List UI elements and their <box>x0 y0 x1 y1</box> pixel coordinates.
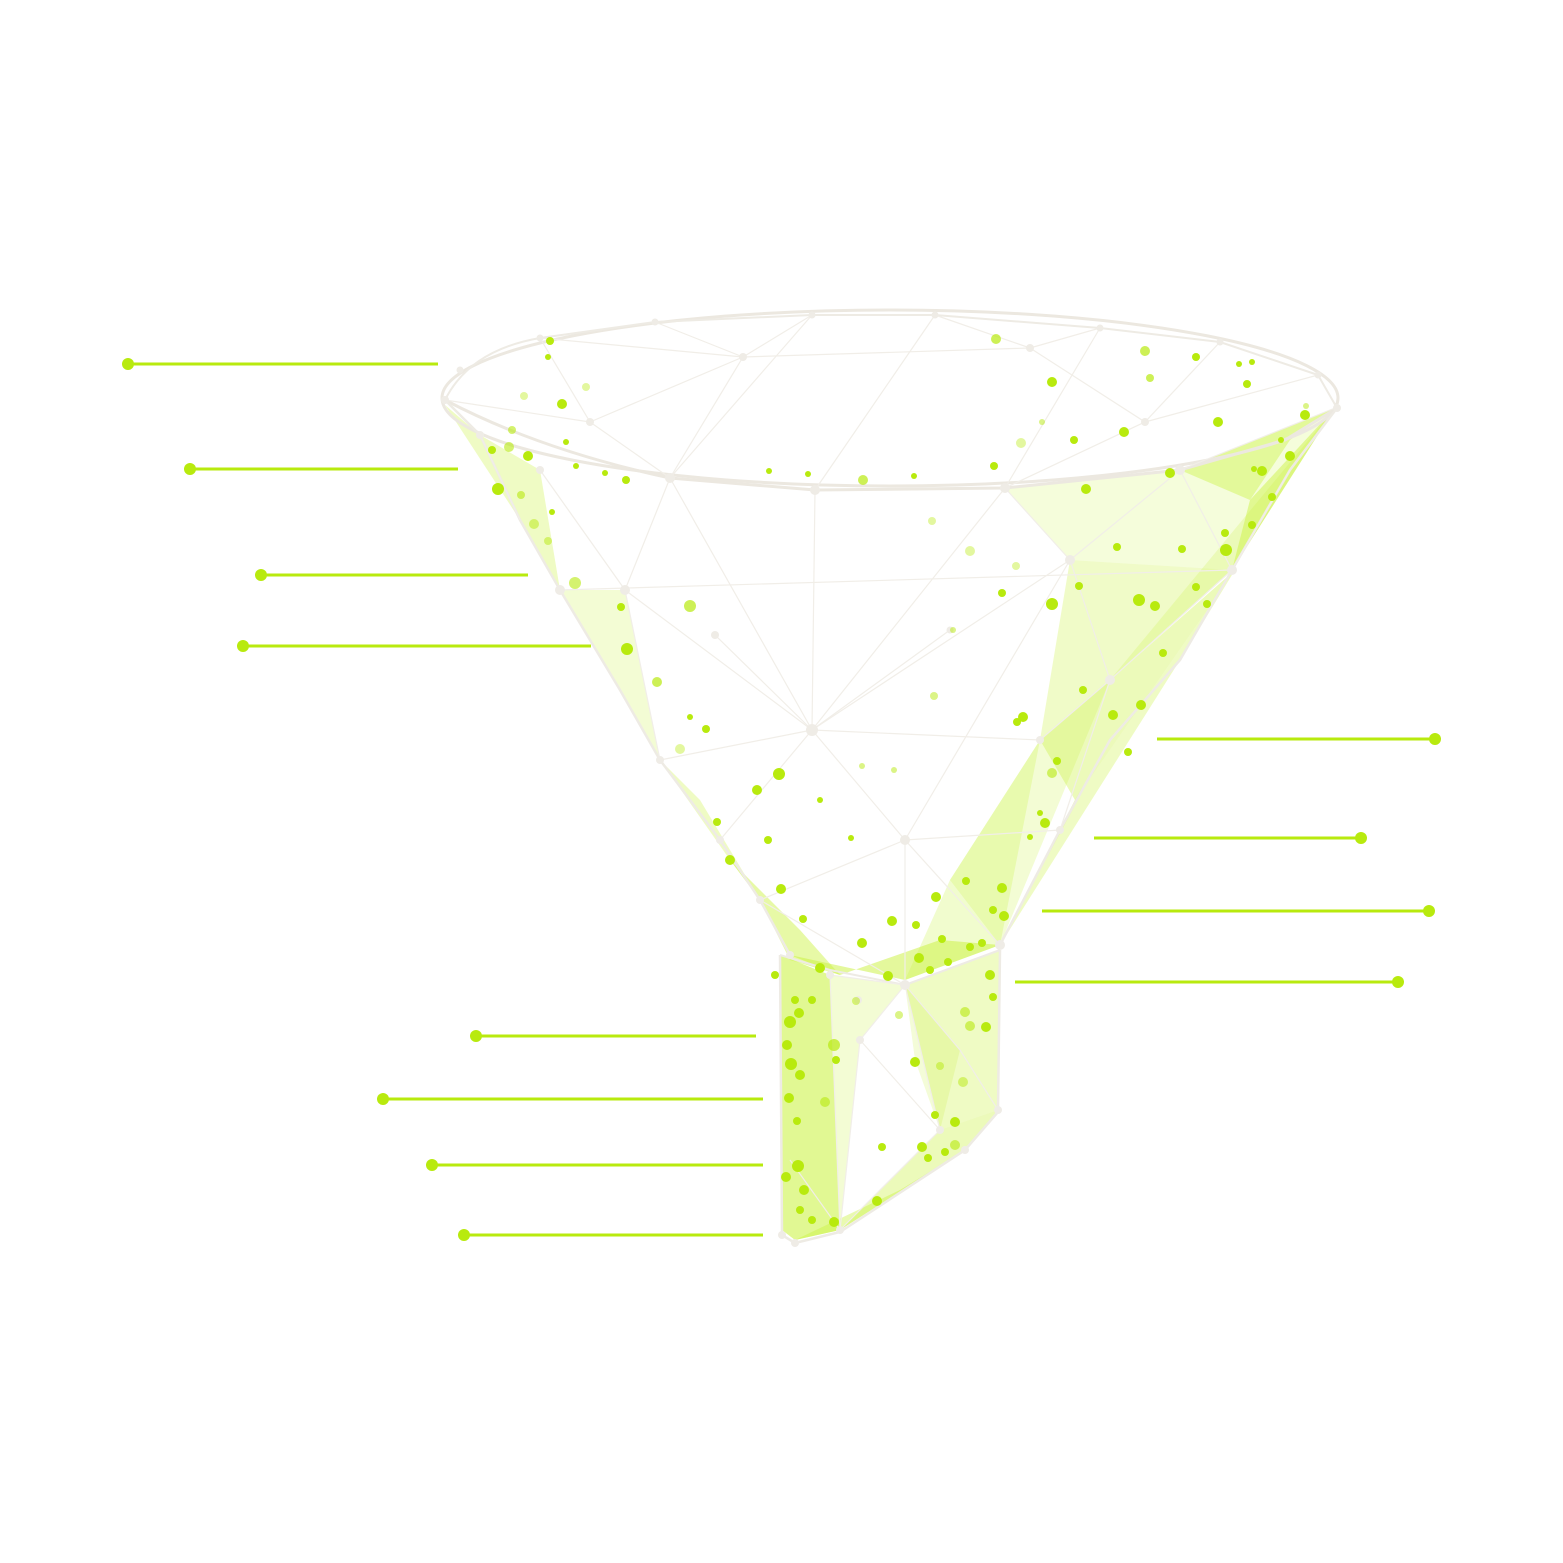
callout-right-2 <box>1094 832 1367 844</box>
funnel-particles <box>488 334 1310 1227</box>
callout-left-6 <box>377 1093 763 1105</box>
right-callouts <box>1015 733 1441 988</box>
callout-dot <box>458 1229 470 1241</box>
callout-right-3 <box>1042 905 1435 917</box>
callout-dot <box>184 463 196 475</box>
callout-dot <box>426 1159 438 1171</box>
callout-left-8 <box>458 1229 763 1241</box>
callout-right-1 <box>1157 733 1441 745</box>
callout-dot <box>1423 905 1435 917</box>
left-callouts <box>122 358 763 1241</box>
callout-left-4 <box>237 640 591 652</box>
callout-left-3 <box>255 569 528 581</box>
callout-dot <box>1355 832 1367 844</box>
callout-right-4 <box>1015 976 1404 988</box>
funnel-wireframe <box>440 308 1341 1247</box>
callout-left-2 <box>184 463 458 475</box>
callout-left-7 <box>426 1159 763 1171</box>
callout-dot <box>377 1093 389 1105</box>
callout-left-5 <box>470 1030 756 1042</box>
callout-dot <box>237 640 249 652</box>
callout-dot <box>470 1030 482 1042</box>
callout-dot <box>122 358 134 370</box>
callout-dot <box>1392 976 1404 988</box>
callout-left-1 <box>122 358 438 370</box>
callout-dot <box>255 569 267 581</box>
callout-dot <box>1429 733 1441 745</box>
